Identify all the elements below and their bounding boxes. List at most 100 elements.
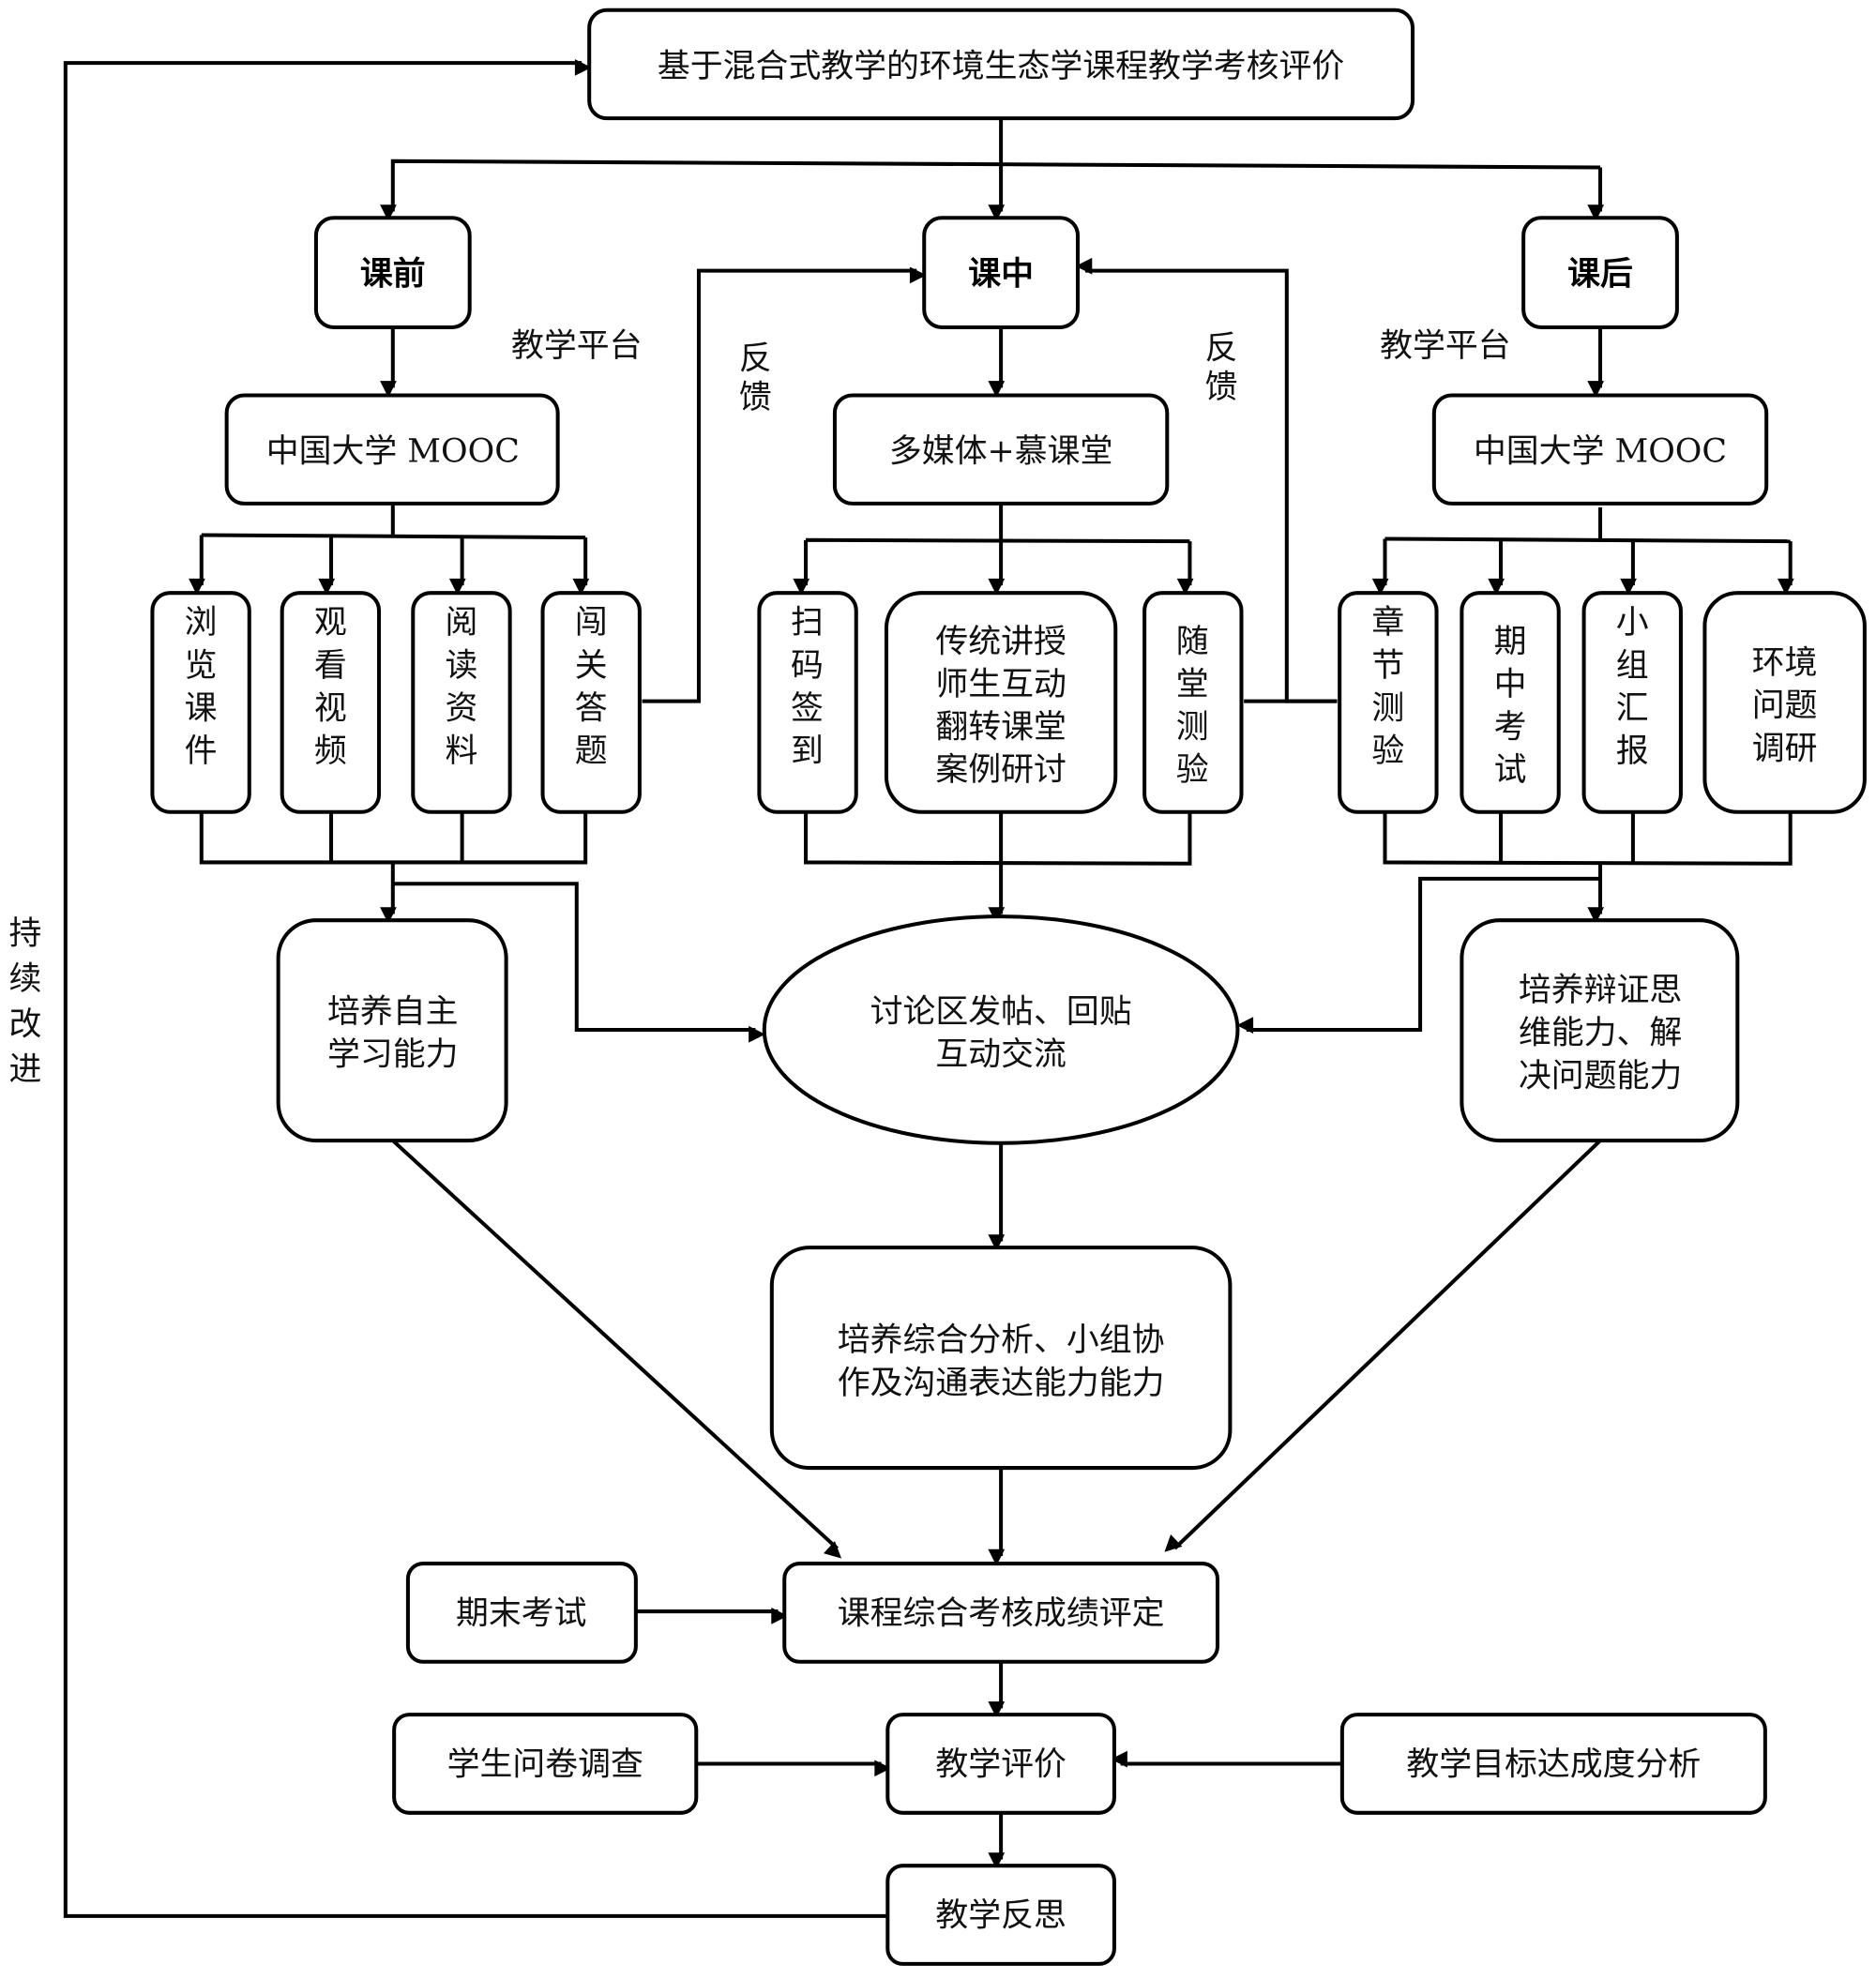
- survey-node[interactable]: 学生问卷调查: [392, 1713, 699, 1815]
- item-text: 试: [1494, 751, 1527, 789]
- final-exam-node[interactable]: 期末考试: [405, 1562, 638, 1664]
- connector: [804, 811, 1192, 866]
- outcome-self-learning-node[interactable]: 培养自主 学习能力: [276, 918, 508, 1143]
- outcome-critical-node[interactable]: 培养辩证思 维能力、解 决问题能力: [1460, 918, 1740, 1143]
- platform-post-label: 中国大学 MOOC: [1474, 433, 1727, 471]
- title-to-pre-arrow: [380, 159, 1601, 221]
- item-text: 件: [185, 733, 218, 770]
- item-text: 阅: [446, 604, 478, 642]
- improve-char: 进: [8, 1051, 41, 1089]
- item-text: 答: [575, 689, 608, 727]
- stage-in-label: 课中: [968, 255, 1034, 293]
- item-text: 中: [1494, 666, 1527, 703]
- final-exam-label: 期末考试: [456, 1594, 587, 1632]
- feedback-label-post-1: 反: [1205, 330, 1238, 368]
- reflection-label: 教学反思: [935, 1897, 1066, 1935]
- item-text: 资: [446, 689, 478, 727]
- line: 学习能力: [327, 1036, 459, 1074]
- in-item-scan[interactable]: 扫 码 签 到: [757, 591, 858, 814]
- title-node[interactable]: 基于混合式教学的环境生态学课程教学考核评价: [587, 8, 1415, 121]
- evaluation-label: 教学评价: [935, 1746, 1066, 1784]
- line: 传统讲授: [935, 623, 1066, 660]
- stage-pre-label: 课前: [360, 255, 426, 293]
- item-text: 浏: [185, 604, 218, 642]
- critical-to-grade-arrow: [1164, 1139, 1602, 1552]
- platform-in-label: 多媒体+慕课堂: [889, 433, 1112, 471]
- line: 互动交流: [935, 1036, 1066, 1074]
- improve-label: 持 续 改 进: [8, 915, 41, 1089]
- item-text: 组: [1616, 647, 1649, 685]
- item-text: 汇: [1616, 689, 1649, 727]
- title-text: 基于混合式教学的环境生态学课程教学考核评价: [658, 48, 1344, 85]
- char: 签: [791, 689, 824, 727]
- item-text: 览: [185, 647, 218, 685]
- feedback-label-post-2: 馈: [1205, 369, 1238, 406]
- item-text: 读: [446, 647, 478, 685]
- item-text: 题: [575, 733, 608, 770]
- feedback-pre-arrow: [642, 266, 927, 703]
- improve-char: 持: [8, 915, 41, 953]
- char: 随: [1176, 623, 1209, 660]
- connector: [199, 811, 588, 865]
- post-to-forum-arrow: [1236, 876, 1601, 1034]
- line: 培养自主: [327, 993, 459, 1031]
- stage-pre-node[interactable]: 课前: [313, 216, 472, 329]
- char: 到: [791, 733, 824, 770]
- platform-pre-node[interactable]: 中国大学 MOOC: [224, 393, 560, 506]
- item-text: 观: [314, 604, 347, 642]
- item-text: 料: [446, 733, 478, 770]
- stage-in-node[interactable]: 课中: [922, 216, 1081, 329]
- outcome-forum-node[interactable]: 讨论区发帖、回贴 互动交流: [762, 914, 1240, 1145]
- connector: [806, 537, 1190, 544]
- item-text: 频: [314, 733, 347, 770]
- goal-analysis-label: 教学目标达成度分析: [1406, 1746, 1701, 1784]
- item-text: 环境: [1752, 644, 1818, 682]
- line: 讨论区发帖、回贴: [870, 993, 1132, 1031]
- item-text: 验: [1371, 733, 1404, 770]
- line: 维能力、解: [1519, 1015, 1682, 1052]
- item-text: 章: [1371, 604, 1404, 642]
- in-item-quiz[interactable]: 随 堂 测 验: [1142, 591, 1244, 814]
- stage-post-label: 课后: [1567, 255, 1633, 293]
- line: 培养综合分析、小组协: [838, 1322, 1165, 1359]
- line: 翻转课堂: [935, 709, 1066, 747]
- char: 堂: [1176, 666, 1209, 703]
- evaluation-node[interactable]: 教学评价: [885, 1713, 1116, 1815]
- connector: [1384, 536, 1791, 544]
- goal-analysis-node[interactable]: 教学目标达成度分析: [1339, 1713, 1767, 1815]
- platform-in-node[interactable]: 多媒体+慕课堂: [832, 393, 1170, 506]
- item-text: 小: [1616, 604, 1649, 642]
- self-learning-to-grade-arrow: [391, 1139, 842, 1559]
- item-text: 节: [1371, 647, 1404, 685]
- connectors: [63, 59, 1794, 1918]
- line: 作及沟通表达能力能力: [838, 1365, 1165, 1402]
- outcome-comprehensive-node[interactable]: 培养综合分析、小组协 作及沟通表达能力能力: [769, 1246, 1233, 1471]
- char: 码: [791, 647, 824, 685]
- grade-node[interactable]: 课程综合考核成绩评定: [782, 1562, 1219, 1664]
- platform-post-node[interactable]: 中国大学 MOOC: [1431, 393, 1769, 506]
- in-item-teaching[interactable]: 传统讲授 师生互动 翻转课堂 案例研讨: [884, 591, 1118, 814]
- line: 培养辩证思: [1519, 972, 1682, 1009]
- item-text: 视: [314, 689, 347, 727]
- platform-label-pre: 教学平台: [511, 327, 643, 365]
- feedback-label-pre-1: 反: [739, 340, 772, 377]
- stage-post-node[interactable]: 课后: [1521, 216, 1679, 329]
- item-text: 期: [1494, 623, 1527, 660]
- item-text: 报: [1616, 733, 1649, 770]
- improve-loop-arrow: [63, 59, 889, 1918]
- item-text: 关: [575, 647, 608, 685]
- item-text: 问题: [1752, 687, 1818, 725]
- feedback-label-pre-2: 馈: [739, 379, 772, 416]
- reflection-node[interactable]: 教学反思: [885, 1864, 1116, 1966]
- improve-char: 续: [8, 960, 41, 998]
- line: 案例研讨: [935, 751, 1066, 789]
- line: 决问题能力: [1519, 1057, 1682, 1095]
